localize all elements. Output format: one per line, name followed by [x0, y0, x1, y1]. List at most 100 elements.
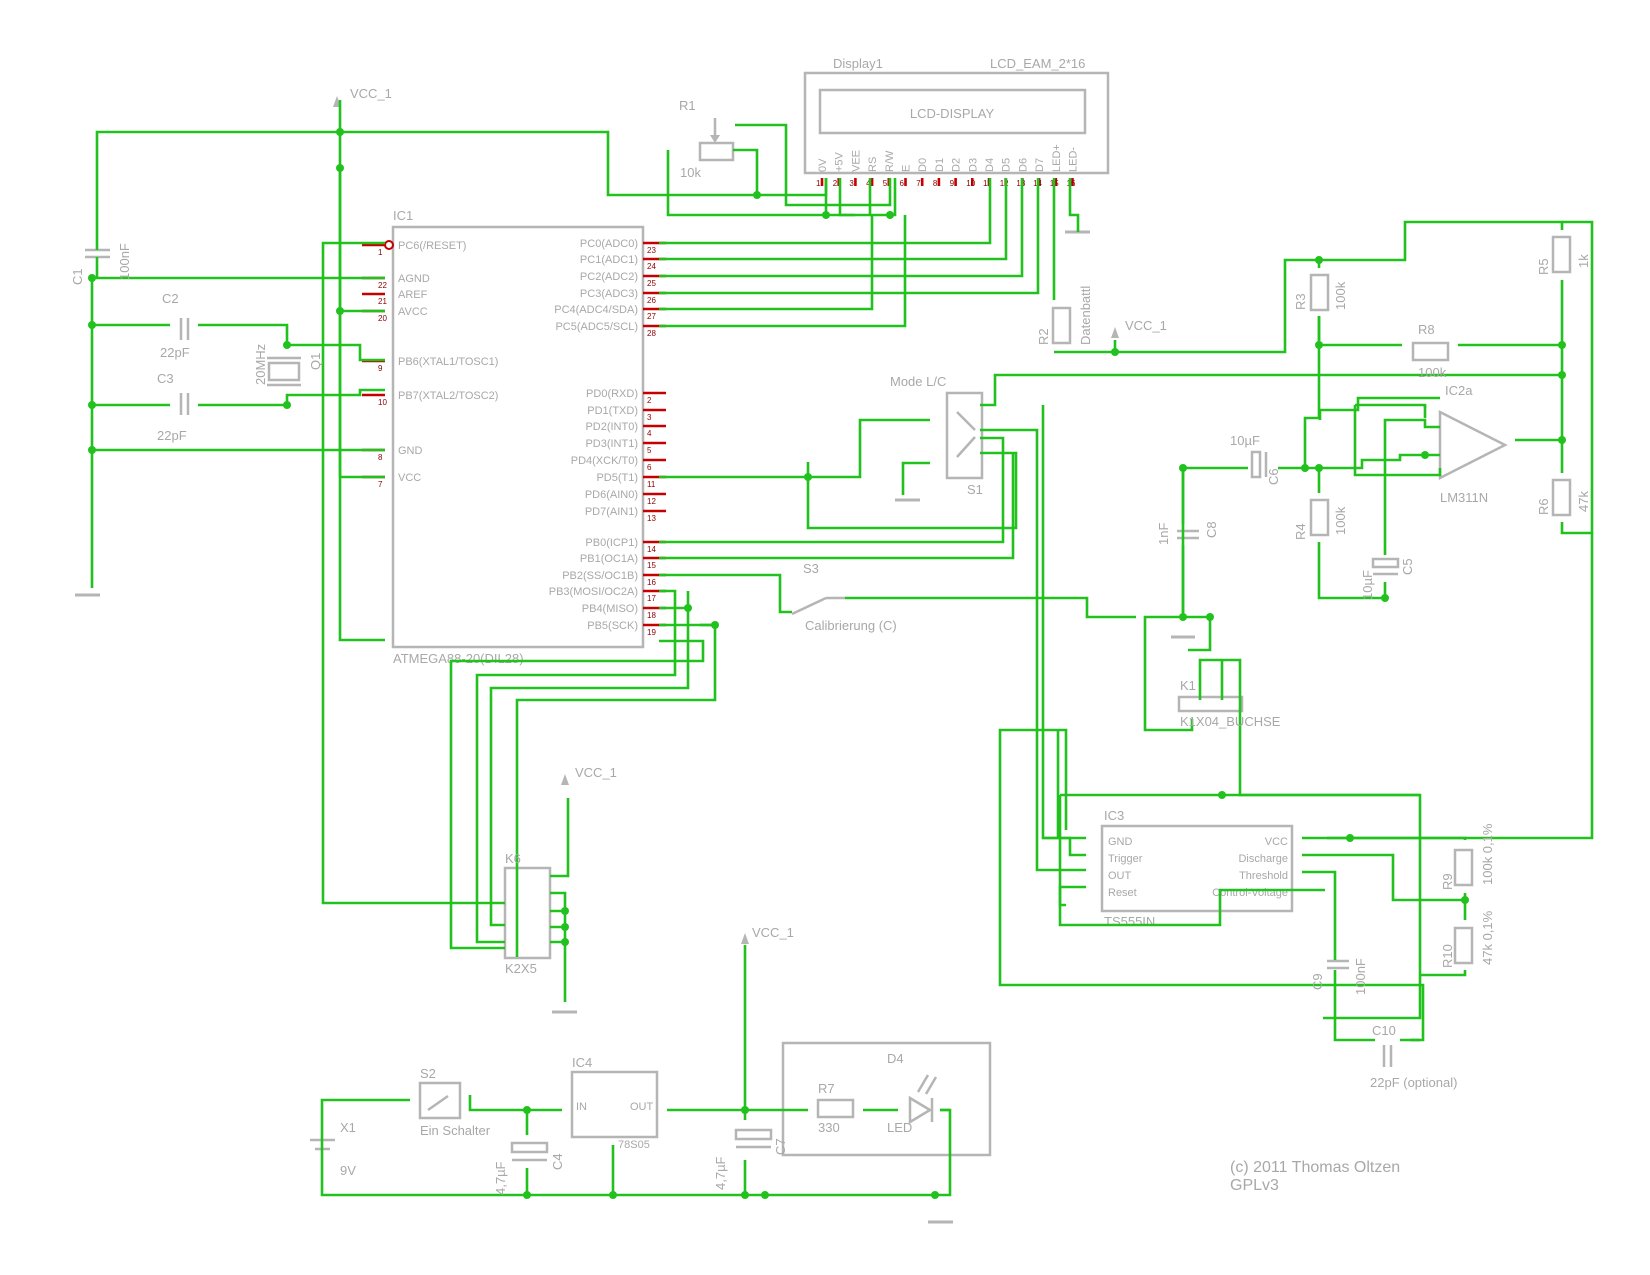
- k1-name: K1: [1180, 678, 1196, 693]
- lcd-pin-number: 4: [866, 179, 871, 188]
- ic1-part: ATMEGA88-20(DIL28): [393, 651, 524, 666]
- ground-symbols: [75, 230, 1195, 1224]
- r4-name: R4: [1293, 523, 1308, 540]
- x1-name: X1: [340, 1120, 356, 1135]
- c9-value: 100nF: [1353, 958, 1368, 995]
- c9-name: C9: [1310, 973, 1325, 990]
- r1-wiper: [710, 118, 720, 143]
- ic3-out: OUT: [1108, 870, 1132, 882]
- r9-value: 100k 0,1%: [1480, 823, 1495, 885]
- wires: [90, 100, 1594, 1197]
- ic1-right-pin-label: PC0(ADC0): [580, 238, 638, 250]
- k1-connector: [1177, 695, 1244, 713]
- r6-value: 47k: [1576, 491, 1591, 512]
- ic1-right-pin-label: PD7(AIN1): [585, 506, 638, 518]
- c6-value: 10µF: [1230, 433, 1260, 448]
- ic1-left-pin-label: PC6(/RESET): [398, 240, 466, 252]
- led-group-frame: [781, 1041, 992, 1157]
- lcd-pin-number: 10: [966, 179, 975, 188]
- lcd-pin-number: 8: [933, 179, 938, 188]
- ic1-right-pin-number: 17: [647, 594, 656, 603]
- ic1-right-pin-number: 18: [647, 611, 656, 620]
- vcc-symbols: [333, 96, 1119, 944]
- lcd-pin-label: 0V: [817, 158, 829, 172]
- ic1-right-pin-label: PC4(ADC4/SDA): [554, 304, 638, 316]
- c5-body: [1371, 557, 1400, 576]
- ic1-right-pin-number: 15: [647, 561, 656, 570]
- r9-name: R9: [1440, 873, 1455, 890]
- s2-label: Ein Schalter: [420, 1123, 491, 1138]
- r2-body: [1051, 306, 1072, 345]
- ic1-right-pin-number: 27: [647, 312, 656, 321]
- c2-body: [179, 318, 190, 340]
- part-labels: VCC_1 VCC_1 VCC_1 VCC_1 R1 10k C1 100nF …: [70, 86, 1591, 1195]
- lcd-part: LCD_EAM_2*16: [990, 56, 1085, 71]
- ic3-threshold: Threshold: [1239, 870, 1288, 882]
- ic1-right-pin-number: 2: [647, 396, 652, 405]
- ic1-name: IC1: [393, 208, 413, 223]
- r7-body: [816, 1098, 855, 1119]
- s2-switch: [418, 1081, 462, 1120]
- lcd-pin-label: D4: [984, 158, 996, 172]
- ic2-name: IC2a: [1445, 383, 1473, 398]
- ic1-right-pin-number: 12: [647, 497, 656, 506]
- ic1-right-pin-number: 19: [647, 628, 656, 637]
- s3-name: S3: [803, 561, 819, 576]
- r3-value: 100k: [1333, 281, 1348, 310]
- ic2-comparator: IC2a LM311N: [1438, 383, 1508, 505]
- c10-value: 22pF (optional): [1370, 1075, 1457, 1090]
- ic3-reset: Reset: [1108, 887, 1137, 899]
- ic1-atmega: IC1 ATMEGA88-20(DIL28) PC6(/RESET)1AGND2…: [362, 208, 666, 666]
- ic1-right-pin-number: 5: [647, 446, 652, 455]
- lcd-pin-number: 9: [950, 179, 955, 188]
- r10-name: R10: [1440, 944, 1455, 968]
- ic1-right-pin-label: PC2(ADC2): [580, 271, 638, 283]
- ic1-left-pin-label: VCC: [398, 472, 421, 484]
- lcd-pin-number: 2: [833, 179, 838, 188]
- x1-value: 9V: [340, 1163, 356, 1178]
- s1-label: Mode L/C: [890, 374, 946, 389]
- c3-value: 22pF: [157, 428, 187, 443]
- ic1-right-pin-number: 11: [647, 480, 656, 489]
- c7-value: 4,7µF: [713, 1156, 728, 1190]
- lcd-pin-number: 12: [1000, 179, 1009, 188]
- r3-name: R3: [1293, 293, 1308, 310]
- lcd-pin-number: 1: [816, 179, 821, 188]
- ic1-right-pin-number: 26: [647, 296, 656, 305]
- r2-value: Datenbattl: [1078, 286, 1093, 345]
- c3-body: [179, 393, 190, 415]
- ic1-left-pins: PC6(/RESET)1AGND22AREF21AVCC20PB6(XTAL1/…: [362, 240, 498, 489]
- ic1-right-pin-label: PC5(ADC5/SCL): [555, 321, 638, 333]
- c1-value: 100nF: [117, 243, 132, 280]
- ic1-left-pin-label: AVCC: [398, 306, 428, 318]
- lcd-pin-label: E: [901, 165, 913, 172]
- license-text: GPLv3: [1230, 1177, 1279, 1194]
- ic3-name: IC3: [1104, 808, 1124, 823]
- r2-name: R2: [1036, 328, 1051, 345]
- ic1-left-pin-label: AREF: [398, 289, 428, 301]
- ic1-left-pin-number: 1: [378, 248, 383, 257]
- d4-name: D4: [887, 1051, 904, 1066]
- c10-name: C10: [1372, 1023, 1396, 1038]
- ic2-part: LM311N: [1440, 490, 1488, 505]
- q1-crystal: [267, 356, 301, 387]
- k6-name: K6: [505, 851, 521, 866]
- lcd-pin-label: R/W: [884, 150, 896, 172]
- ic3-ts555: IC3 TS555IN GND Trigger OUT Reset VCC Di…: [1100, 808, 1294, 929]
- ic1-left-pin-number: 21: [378, 297, 387, 306]
- ic1-right-pin-label: PD0(RXD): [586, 388, 638, 400]
- ic1-right-pin-label: PB5(SCK): [587, 620, 638, 632]
- ic1-right-pin-number: 4: [647, 429, 652, 438]
- lcd-pin-label: D2: [951, 158, 963, 172]
- lcd-name: Display1: [833, 56, 883, 71]
- lcd-pin-label: RS: [867, 157, 879, 172]
- ic4-out: OUT: [630, 1101, 654, 1113]
- r10-body: [1453, 926, 1474, 965]
- c1-name: C1: [70, 268, 85, 285]
- ic4-regulator: IC4 IN OUT 78S05: [570, 1055, 659, 1151]
- ic1-right-pin-label: PB2(SS/OC1B): [562, 570, 638, 582]
- lcd-display: LCD-DISPLAY Display1 LCD_EAM_2*16 0V1+5V…: [803, 56, 1110, 188]
- k6-connector: [503, 866, 552, 960]
- s3-switch: [791, 596, 845, 616]
- c4-body: [510, 1141, 549, 1162]
